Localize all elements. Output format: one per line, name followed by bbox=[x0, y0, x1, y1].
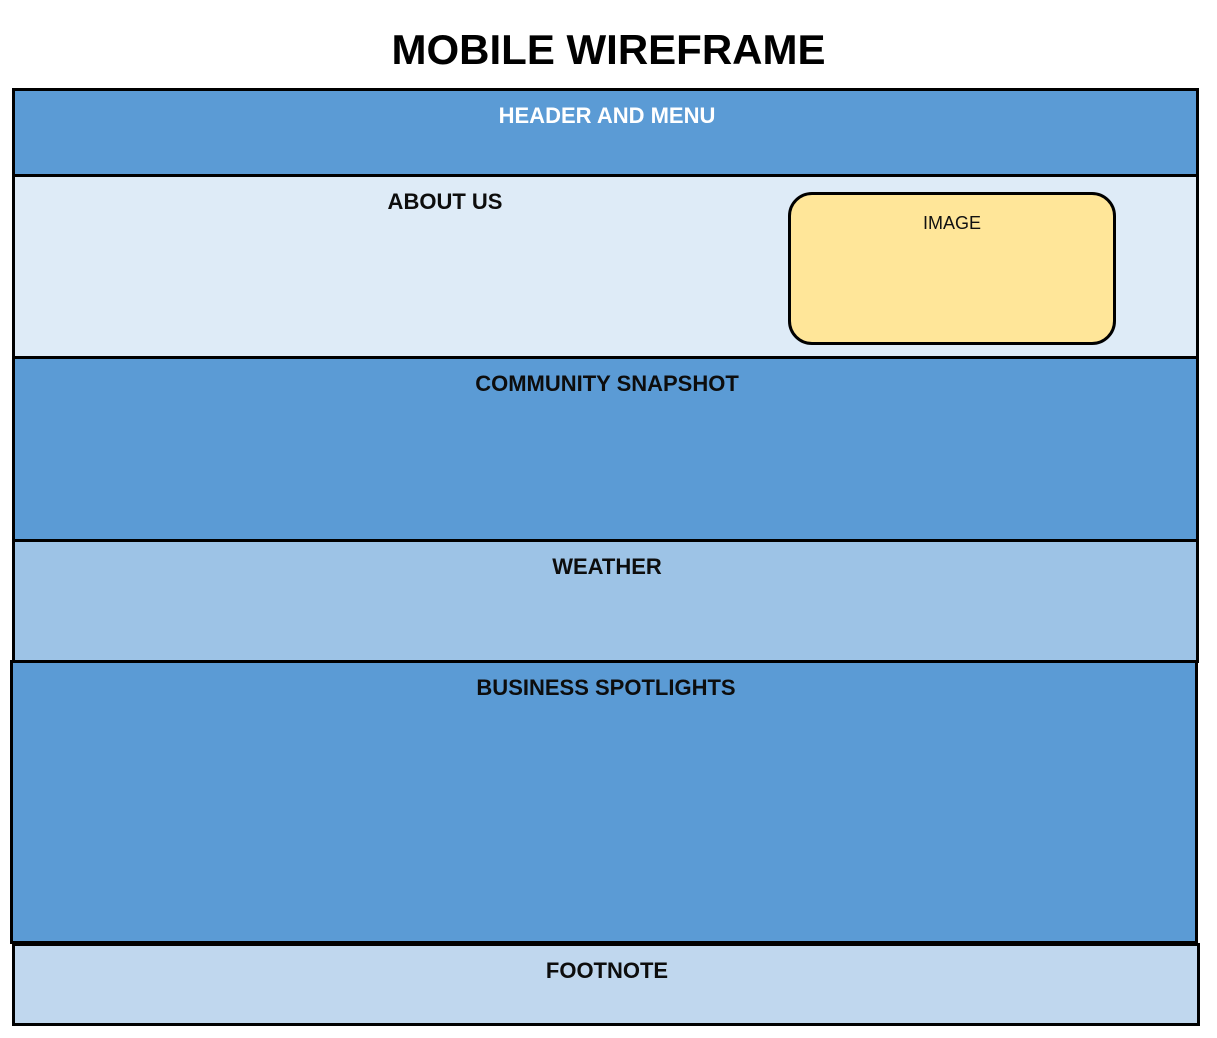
footnote-section: FOOTNOTE bbox=[12, 943, 1200, 1026]
weather-label: WEATHER bbox=[552, 554, 662, 579]
about-us-section: ABOUT US IMAGE bbox=[12, 174, 1199, 359]
business-spotlights-section: BUSINESS SPOTLIGHTS bbox=[10, 660, 1198, 944]
header-and-menu-label: HEADER AND MENU bbox=[498, 103, 716, 128]
community-snapshot-label: COMMUNITY SNAPSHOT bbox=[475, 371, 739, 396]
page-title: MOBILE WIREFRAME bbox=[391, 26, 826, 73]
about-us-label: ABOUT US bbox=[387, 189, 503, 214]
business-spotlights-label: BUSINESS SPOTLIGHTS bbox=[476, 675, 736, 700]
weather-section: WEATHER bbox=[12, 539, 1199, 663]
community-snapshot-section: COMMUNITY SNAPSHOT bbox=[12, 356, 1199, 542]
image-placeholder-label: IMAGE bbox=[922, 213, 981, 233]
footnote-label: FOOTNOTE bbox=[545, 958, 669, 983]
image-placeholder: IMAGE bbox=[788, 192, 1116, 345]
header-and-menu-section: HEADER AND MENU bbox=[12, 88, 1199, 177]
